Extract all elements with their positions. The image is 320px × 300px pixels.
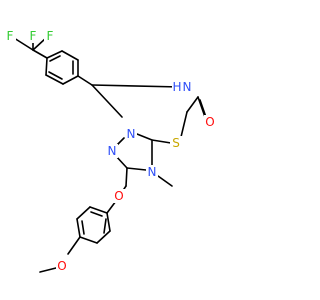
atom-f1: F [4,29,16,43]
molecule-structure: F F F N H O S [4,29,216,273]
bond-nh-c [91,84,123,118]
bond-ar1-b [45,74,64,85]
atom-n-amide-label: N [183,80,192,94]
bond-ar2-e [96,230,111,244]
bond-ar1-c [62,75,79,85]
bond-ar-ome [67,236,81,255]
atom-f3: F [44,29,56,43]
bond-ar2-c2 [81,220,85,235]
structure-diagram: F F F N H O S [4,29,216,273]
atom-h-label: H [172,80,181,94]
atom-n-ring-left-label: N [108,144,117,158]
bond-c-ch2 [186,96,199,113]
atom-f3-label: F [47,29,54,43]
atom-f2-label: F [30,29,37,43]
bond-nh-c-b [91,84,182,88]
bond-ar2-a2 [90,211,103,217]
bond-ome-me [39,267,57,273]
bond-ch2-s [180,111,188,138]
atom-n-ring-methyl-label: N [148,165,157,179]
atom-s-label: S [172,136,180,150]
atom-s: S [170,136,182,150]
atom-o-carbonyl: O [204,115,216,129]
atom-nh: N H [172,80,193,94]
bond-cf3-f1 [13,37,34,51]
bond-c5-n4 [126,167,147,171]
atom-label-layer: F F F N H O S [4,29,216,273]
atom-n-ring-left: N [106,144,118,158]
bond-ar1-b2 [48,71,63,80]
atom-f1-label: F [7,29,14,43]
bond-ar1-f [46,50,63,59]
atom-o-ether: O [113,189,125,203]
atom-n-ring-top: N [125,127,137,141]
bond-ar2-e2 [103,218,107,234]
bond-ar2-f [106,212,111,232]
atom-o-carbonyl-label: O [205,115,214,129]
atom-o-methoxy-label: O [57,259,66,273]
bond-c5-ch2 [125,167,128,187]
bond-ar1-f2 [49,55,61,62]
bond-co [197,96,206,118]
bond-ar1-a [45,57,48,76]
atom-o-methoxy: O [56,259,68,273]
atom-n-ring-top-label: N [127,127,136,141]
bond-c3-n [136,133,153,141]
atom-n-ring-methyl: N [146,165,158,179]
bond-n4-me [157,175,173,187]
bond-ar2-a [89,206,108,214]
bond-cf3-ring [32,49,48,59]
bond-ar2-b [76,206,91,220]
bond-ar2-d [79,236,98,244]
atom-f2: F [27,29,39,43]
bond-ar2-c [76,218,81,238]
bond-c-nh [77,75,93,86]
bond-s-c3 [151,139,172,144]
bond-cf3-f3 [32,37,47,51]
atom-o-ether-label: O [114,189,123,203]
bond-ar1-e [61,50,79,61]
